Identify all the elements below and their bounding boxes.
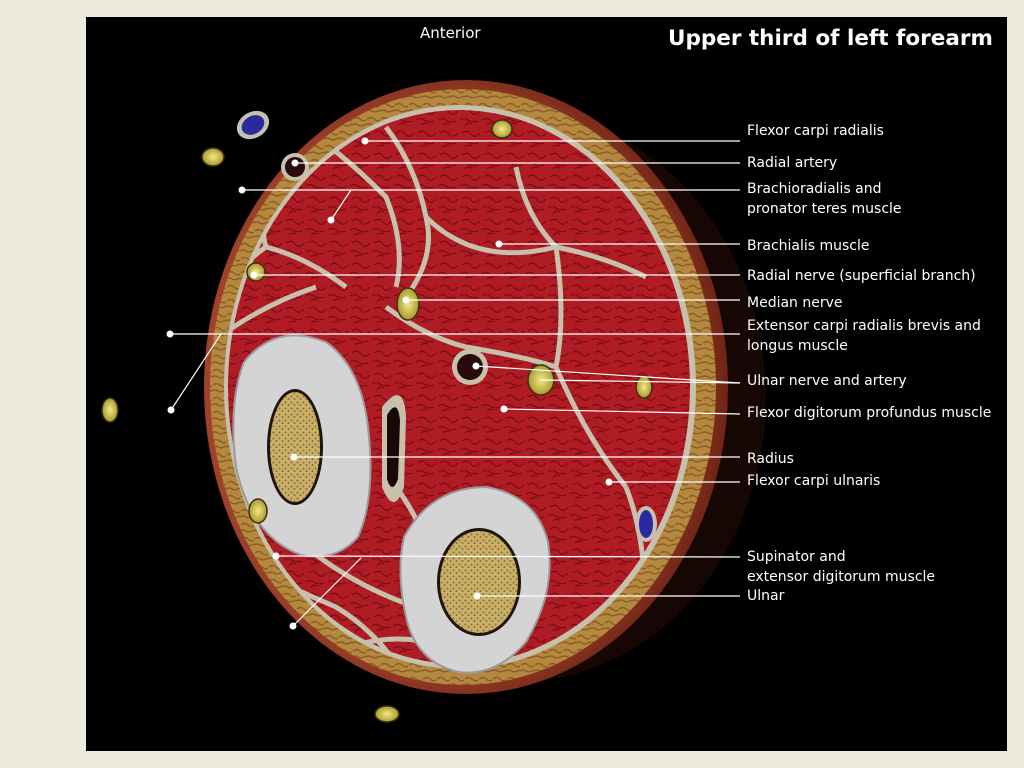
label-median-nerve: Median nerve (747, 295, 843, 311)
radial-artery-lumen (285, 157, 305, 177)
label-flexor-carpi-ulnaris: Flexor carpi ulnaris (747, 473, 881, 489)
label-flexor-digitorum-profundus: Flexor digitorum profundus muscle (747, 405, 992, 421)
basilic-vein-lumen (639, 510, 653, 538)
ulnar-artery-lumen (457, 354, 483, 380)
label-radial-artery: Radial artery (747, 155, 838, 171)
label-ulnar: Ulnar (747, 588, 785, 604)
label-brachioradialis-pronator-teres: Brachioradialis and pronator teres muscl… (747, 181, 902, 217)
cephalic-vein-lumen (241, 115, 265, 135)
leader-lines (170, 140, 741, 627)
label-ulnar-nerve-and-artery: Ulnar nerve and artery (747, 373, 907, 389)
interosseous-membrane (382, 395, 406, 502)
orientation-label: Anterior (420, 24, 481, 42)
forearm-cross-section-illustration (101, 80, 766, 723)
diagram-title: Upper third of left forearm (668, 26, 993, 51)
label-supinator-extensor-digitorum: Supinator and extensor digitorum muscle (747, 549, 936, 585)
radius-bone (232, 334, 372, 558)
label-brachialis-muscle: Brachialis muscle (747, 238, 870, 254)
label-radius: Radius (747, 451, 794, 467)
diagram-panel: Anterior Upper third of left forearm Fle… (86, 17, 1007, 751)
label-radial-nerve: Radial nerve (superficial branch) (747, 268, 976, 284)
label-flexor-carpi-radialis: Flexor carpi radialis (747, 123, 884, 139)
pointer-dots (166, 137, 613, 630)
label-extensor-carpi-radialis: Extensor carpi radialis brevis and longu… (747, 318, 981, 354)
